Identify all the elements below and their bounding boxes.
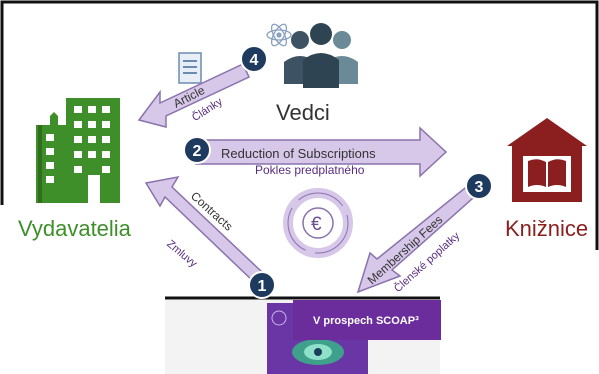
arrow-reduction	[195, 126, 448, 178]
right-white-block	[440, 250, 599, 374]
reduction-label: Reduction of Subscriptions	[221, 146, 376, 161]
svg-text:3: 3	[475, 179, 484, 196]
euro-cycle-icon: €	[283, 188, 353, 258]
arrow-membership-fees	[356, 186, 475, 294]
reduction-sk-label: Pokles predplatného	[255, 163, 365, 177]
panel-border	[0, 0, 599, 300]
building-icon	[36, 98, 120, 203]
svg-text:1: 1	[258, 278, 267, 295]
step-badge-4: 4	[240, 45, 268, 73]
atom-icon	[266, 23, 292, 47]
euro-symbol: €	[311, 214, 322, 235]
scoap-banner	[293, 300, 441, 340]
step-badge-2: 2	[183, 136, 211, 164]
svg-text:2: 2	[193, 143, 202, 160]
arrow-articles	[137, 63, 250, 128]
step-badge-1: 1	[248, 271, 276, 299]
library-icon	[507, 118, 587, 202]
publishers-label: Vydavatelia	[18, 216, 131, 241]
scoap-label: V prospech SCOAP³	[313, 315, 419, 327]
scientists-label: Vedci	[276, 100, 330, 125]
left-white-block	[0, 205, 165, 374]
svg-text:4: 4	[250, 52, 259, 69]
step-badge-3: 3	[465, 172, 493, 200]
scientists-icon	[284, 23, 358, 88]
document-icon	[178, 52, 202, 84]
libraries-label: Knižnice	[505, 216, 589, 241]
